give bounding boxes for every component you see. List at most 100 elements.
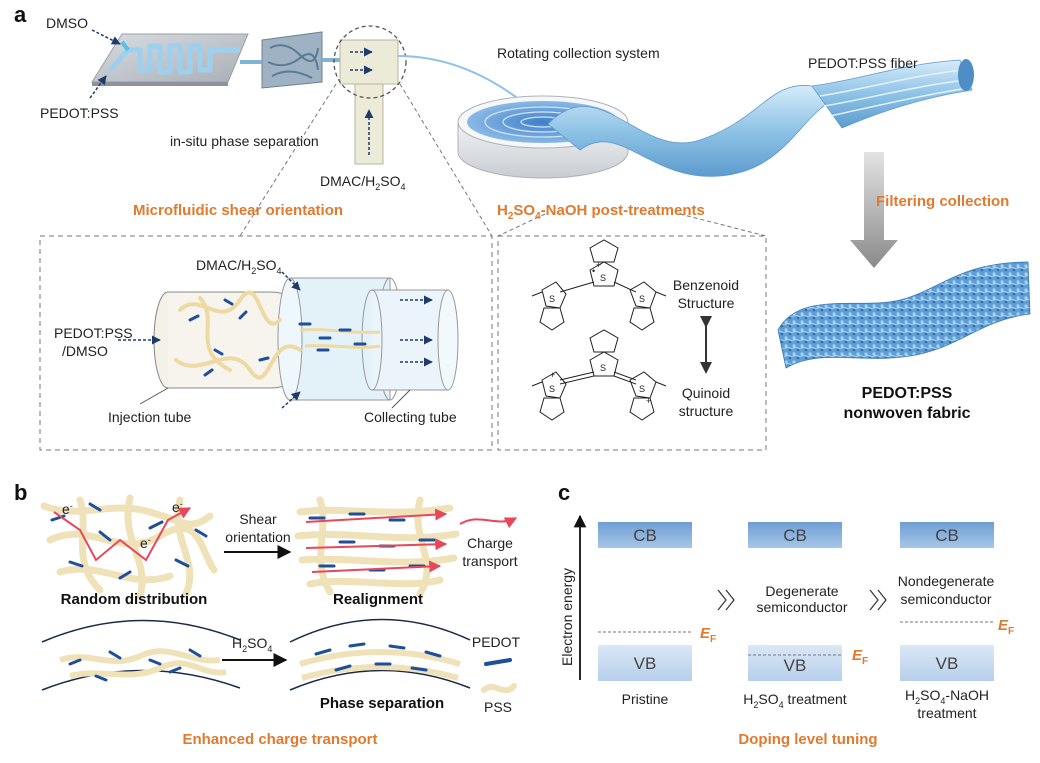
dmac-label: DMAC/H2SO4 bbox=[320, 173, 406, 192]
inset-dmac-label: DMAC/H2SO4 bbox=[196, 257, 282, 276]
shear-label-1: Shear bbox=[239, 511, 277, 527]
cb-label-1: CB bbox=[633, 526, 657, 545]
benzenoid-structure bbox=[531, 239, 667, 331]
vb-band-3 bbox=[900, 645, 994, 681]
quinoid-structure bbox=[531, 329, 667, 421]
cb-label-2: CB bbox=[783, 526, 807, 545]
pss-legend-label: PSS bbox=[484, 699, 512, 715]
posttreat-title: H2SO4-NaOH post-treatments bbox=[497, 202, 705, 222]
chem-s-5: S bbox=[600, 363, 606, 373]
zoom-guide-right bbox=[399, 83, 493, 237]
phase-separation-label: in-situ phase separation bbox=[170, 133, 319, 149]
chevron-icon-2 bbox=[869, 589, 887, 611]
fermi-label-3: EF bbox=[998, 617, 1014, 637]
chem-plus-3: + bbox=[646, 396, 651, 406]
nonwoven-label-2: nonwoven fabric bbox=[843, 405, 970, 422]
aligned-network bbox=[294, 496, 460, 598]
fiber-label: PEDOT:PSS fiber bbox=[808, 55, 918, 71]
chevron-icon-1 bbox=[717, 589, 735, 611]
chem-s-6: S bbox=[639, 384, 645, 394]
panel-c-caption: Doping level tuning bbox=[738, 731, 877, 748]
panel-b-caption: Enhanced charge transport bbox=[182, 731, 377, 748]
inset-input-label-2: /DMSO bbox=[62, 343, 108, 359]
filtering-label: Filtering collection bbox=[876, 193, 1009, 210]
inset-input-label-1: PEDOT:PSS bbox=[54, 325, 133, 341]
chem-s-3: S bbox=[639, 294, 645, 304]
energy-axis-label: Electron energy bbox=[559, 568, 575, 666]
benzenoid-label-2: Structure bbox=[678, 295, 735, 311]
random-network bbox=[40, 494, 218, 600]
nondegenerate-label-2: semiconductor bbox=[900, 591, 991, 607]
dmso-label: DMSO bbox=[46, 15, 88, 31]
naoh-treatment-label-2: treatment bbox=[917, 705, 976, 721]
chem-dot-1: • bbox=[592, 266, 595, 276]
mixing-chamber bbox=[240, 31, 323, 89]
pedot-pss-label: PEDOT:PSS bbox=[40, 105, 119, 121]
chem-s-2: S bbox=[600, 273, 606, 283]
tubes-drawing bbox=[118, 271, 459, 409]
fermi-label-2: EF bbox=[852, 647, 868, 667]
electron-label-3: e- bbox=[140, 535, 151, 551]
vb-label-1: VB bbox=[634, 654, 657, 673]
panel-a-label: a bbox=[14, 2, 27, 27]
degenerate-label-1: Degenerate bbox=[765, 583, 838, 599]
h2so4-treatment-label: H2SO4 treatment bbox=[743, 691, 847, 710]
shear-label-2: orientation bbox=[225, 529, 290, 545]
vb-band-2 bbox=[748, 645, 842, 681]
vb-label-2: VB bbox=[784, 656, 807, 675]
cb-band-1 bbox=[598, 522, 692, 548]
chem-s-4: S bbox=[549, 384, 555, 394]
charge-transport-icon bbox=[459, 517, 518, 529]
panel-c-label: c bbox=[558, 480, 570, 505]
nonwoven-fabric bbox=[777, 261, 1031, 369]
pss-legend-swatch bbox=[481, 683, 517, 694]
fiber-section-after bbox=[289, 618, 471, 691]
pristine-label: Pristine bbox=[622, 691, 669, 707]
electron-label-2: e- bbox=[172, 499, 183, 515]
panel-b-label: b bbox=[14, 480, 27, 505]
zoom-guide-left bbox=[239, 83, 337, 237]
chem-guide-right bbox=[679, 213, 767, 237]
nonwoven-label-1: PEDOT:PSS bbox=[862, 385, 953, 402]
filtering-arrow bbox=[850, 152, 898, 268]
junction-block bbox=[322, 25, 407, 165]
electron-label-1: e- bbox=[62, 501, 73, 517]
fiber-thread bbox=[397, 55, 521, 101]
microfluidic-title: Microfluidic shear orientation bbox=[133, 202, 343, 219]
chem-plus-2: + bbox=[550, 370, 555, 380]
benzenoid-label-1: Benzenoid bbox=[673, 277, 739, 293]
rotating-label: Rotating collection system bbox=[497, 45, 660, 61]
fermi-label-1: EF bbox=[700, 625, 716, 645]
pedot-fiber bbox=[547, 59, 974, 177]
vb-label-3: VB bbox=[936, 654, 959, 673]
inset-chemistry bbox=[497, 235, 767, 451]
pedot-legend-label: PEDOT bbox=[472, 634, 521, 650]
pedot-legend-swatch bbox=[484, 658, 512, 666]
fiber-section-before bbox=[41, 619, 241, 691]
zoom-circle bbox=[333, 25, 407, 99]
chem-plus-1: + bbox=[596, 260, 601, 270]
charge-label-2: transport bbox=[462, 553, 517, 569]
h2so4-label-b: H2SO4 bbox=[232, 635, 272, 654]
random-label: Random distribution bbox=[61, 591, 208, 608]
chem-guide-left bbox=[497, 213, 546, 237]
degenerate-label-2: semiconductor bbox=[756, 599, 847, 615]
naoh-treatment-label-1: H2SO4-NaOH bbox=[905, 687, 989, 706]
dmso-arrow bbox=[91, 29, 121, 45]
vb-band-1 bbox=[598, 645, 692, 681]
nondegenerate-label-1: Nondegenerate bbox=[898, 573, 995, 589]
charge-label-1: Charge bbox=[467, 535, 513, 551]
quinoid-label-1: Quinoid bbox=[682, 385, 730, 401]
cb-label-3: CB bbox=[935, 526, 959, 545]
phase-separation-b: Phase separation bbox=[320, 695, 444, 712]
inset-microfluidic bbox=[39, 235, 493, 451]
realign-label: Realignment bbox=[333, 591, 423, 608]
cb-band-2 bbox=[748, 522, 842, 548]
injection-tube-label: Injection tube bbox=[108, 409, 191, 425]
chem-s-1: S bbox=[549, 294, 555, 304]
collecting-tube-label: Collecting tube bbox=[364, 409, 457, 425]
pedot-arrow bbox=[89, 75, 107, 99]
quinoid-label-2: structure bbox=[679, 403, 734, 419]
cb-band-3 bbox=[900, 522, 994, 548]
